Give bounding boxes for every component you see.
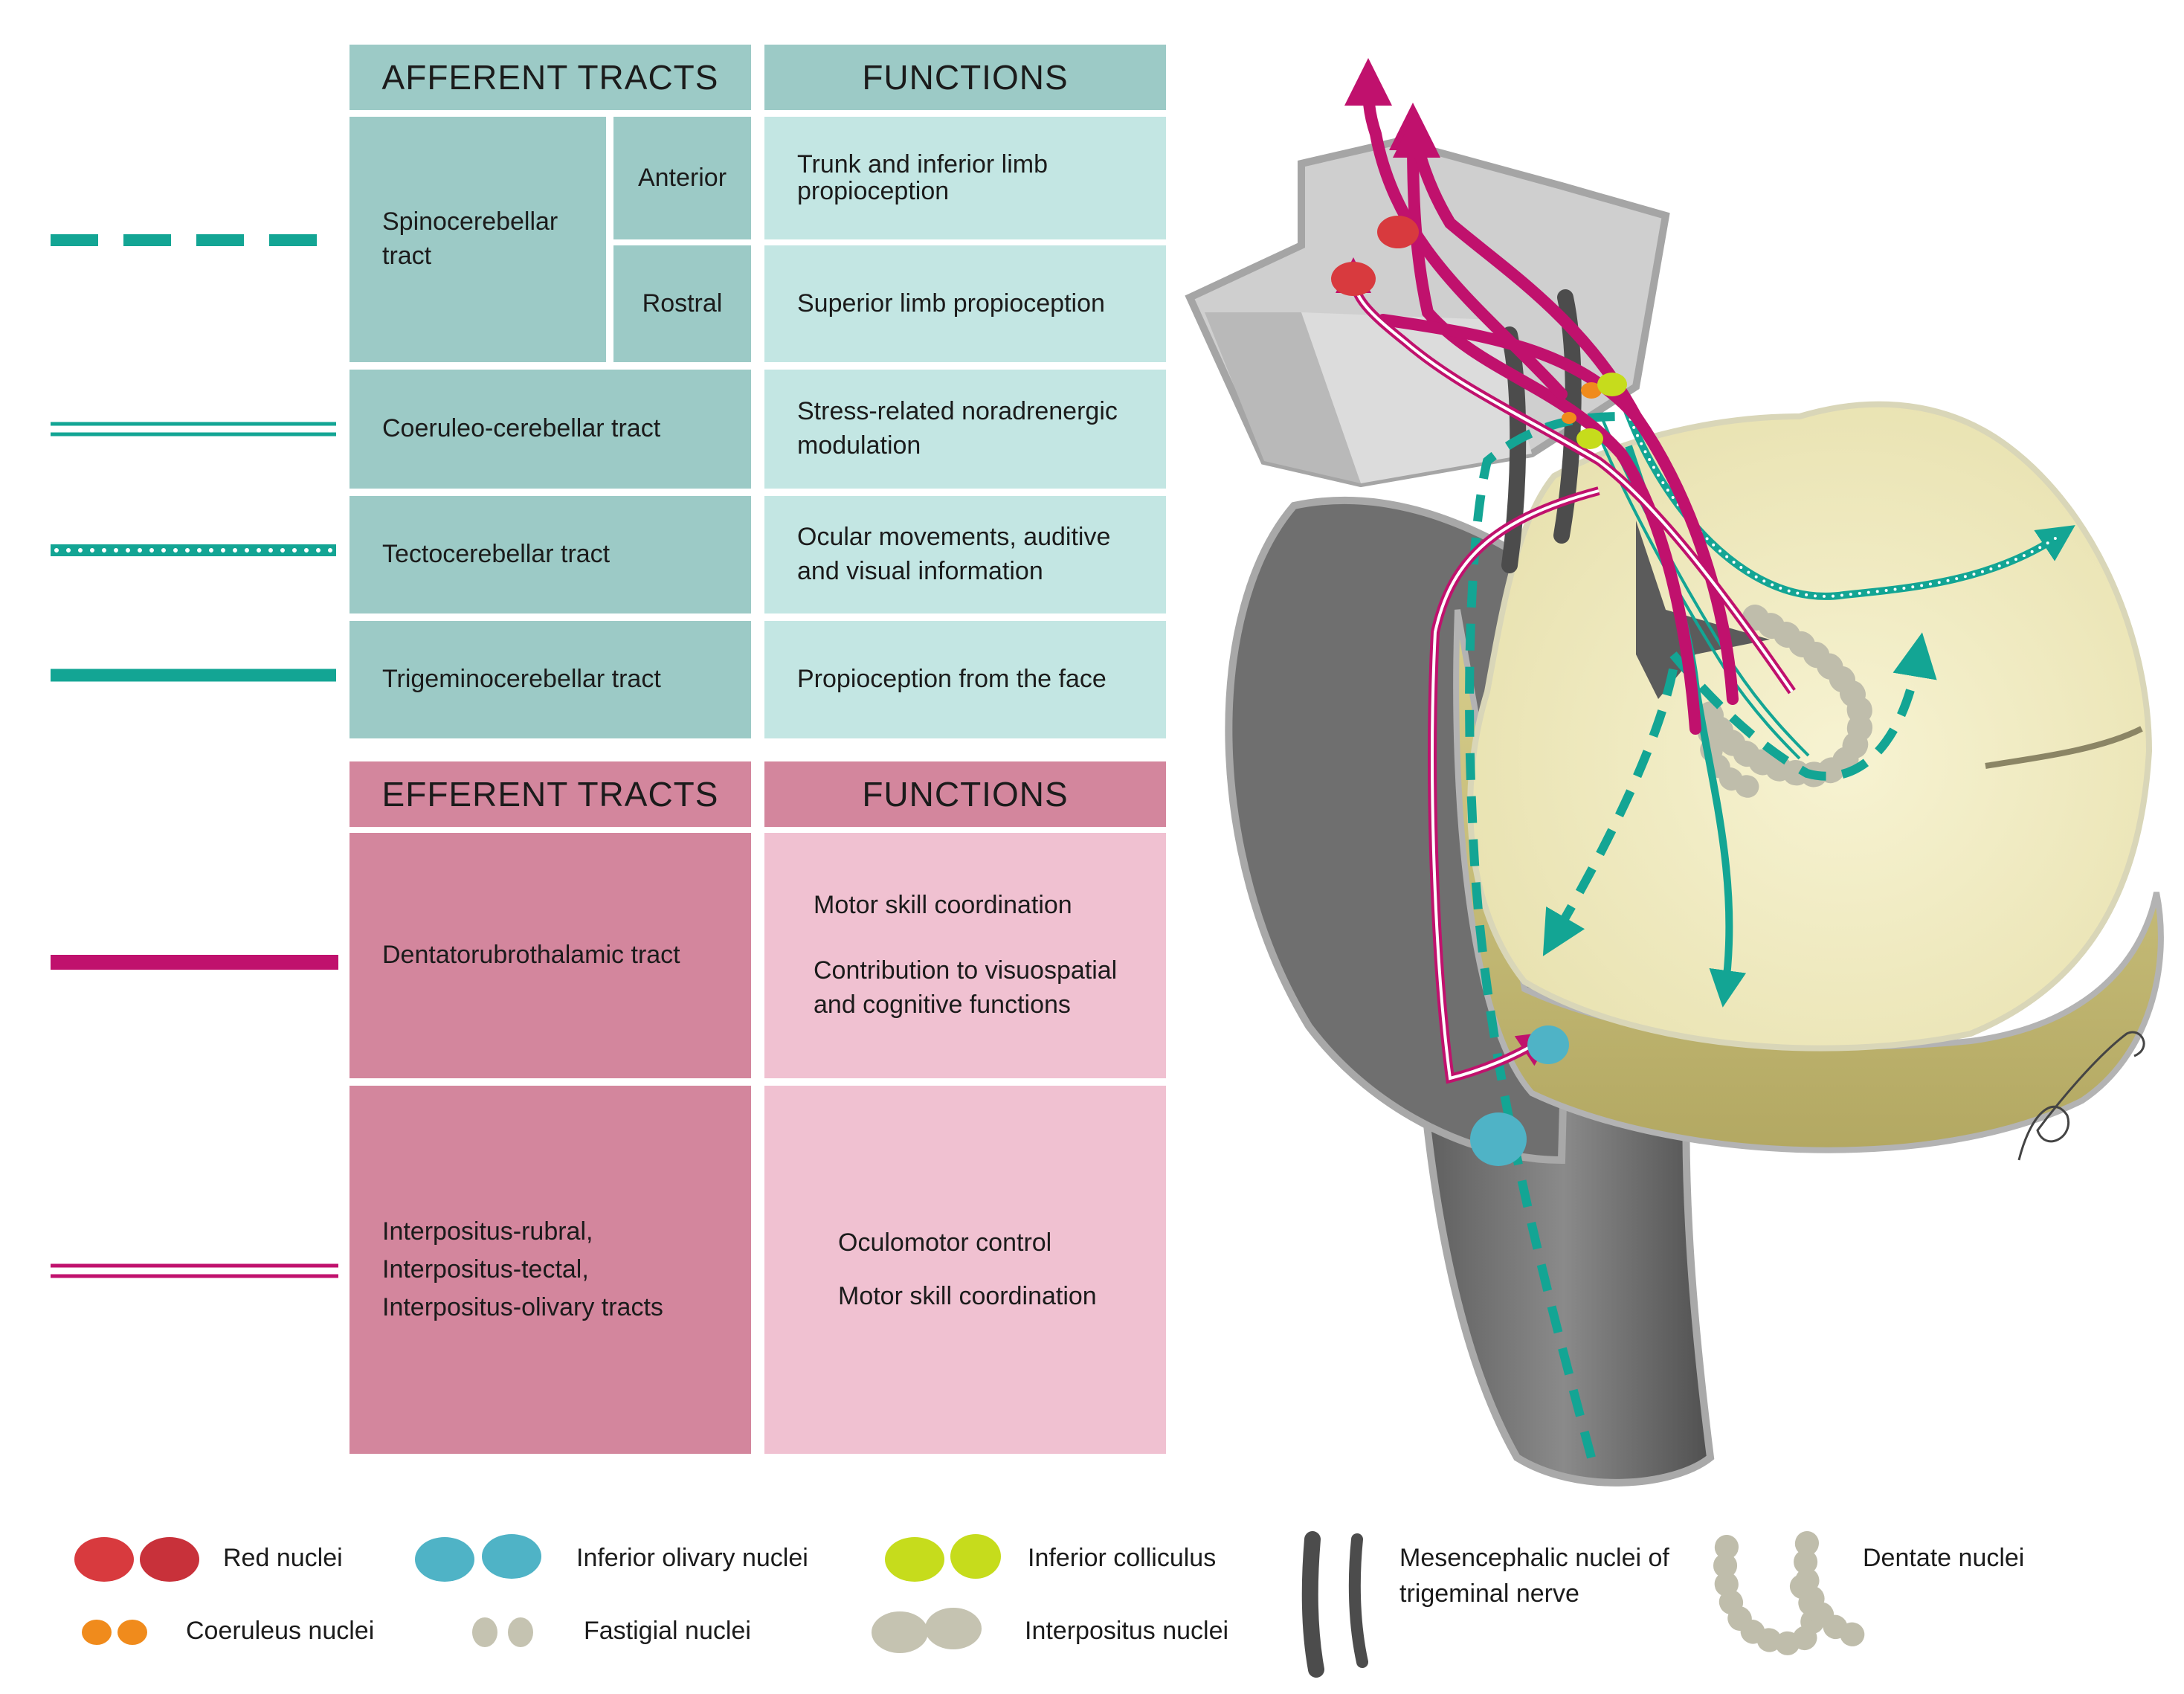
legend-line-interpositus <box>51 1263 338 1278</box>
tract-spinocerebellar-drawing <box>1465 412 1937 1459</box>
legend-coeruleus-nuclei: Coeruleus nuclei <box>186 1617 375 1645</box>
coeruleo-function-text: Stress-related noradrenergic modulation <box>797 397 1118 460</box>
efferent-functions-header: FUNCTIONS <box>764 761 1166 827</box>
fastigial-nuclei-icon <box>472 1617 533 1647</box>
tecto-function: Ocular movements, auditive and visual in… <box>764 496 1166 613</box>
legend-line-coeruleo <box>51 422 336 437</box>
dentato-tract-label: Dentatorubrothalamic tract <box>349 833 751 1078</box>
legend-inferior-colliculus: Inferior colliculus <box>1028 1544 1217 1572</box>
afferent-functions-header: FUNCTIONS <box>764 45 1166 110</box>
legend-dentate: Dentate nuclei <box>1863 1544 2025 1572</box>
interpositus-functions: Oculomotor control Motor skill coordinat… <box>764 1086 1166 1454</box>
legend-inferior-olivary: Inferior olivary nuclei <box>576 1544 808 1572</box>
artist-signature <box>2017 1031 2145 1161</box>
anterior-function: Trunk and inferior limb propioception <box>764 117 1166 239</box>
afferent-tracts-header: AFFERENT TRACTS <box>349 45 751 110</box>
coeruleus-nuclei-icon <box>82 1620 147 1645</box>
coeruleo-function: Stress-related noradrenergic modulation <box>764 370 1166 489</box>
tract-interpositus-drawing <box>1336 257 1796 1084</box>
interpositus-olivary: Interpositus-olivary tracts <box>382 1293 663 1321</box>
interpositus-tectal: Interpositus-tectal, <box>382 1255 589 1284</box>
dentato-functions: Motor skill coordination Contribution to… <box>764 833 1166 1078</box>
rostral-function: Superior limb propioception <box>764 245 1166 362</box>
illustration-nuclei <box>1331 216 1627 1166</box>
efferent-tracts-header: EFFERENT TRACTS <box>349 761 751 827</box>
tecto-tract-label: Tectocerebellar tract <box>349 496 751 613</box>
inferior-colliculus-icon <box>885 1534 1001 1582</box>
trigemino-tract-label: Trigeminocerebellar tract <box>349 621 751 738</box>
interpositus-tract-label: Interpositus-rubral, Interpositus-tectal… <box>349 1086 751 1454</box>
tecto-function-text: Ocular movements, auditive and visual in… <box>797 523 1111 585</box>
tract-dentato-drawing <box>1344 58 1739 735</box>
legend-interpositus: Interpositus nuclei <box>1025 1617 1229 1645</box>
coeruleo-tract-label: Coeruleo-cerebellar tract <box>349 370 751 489</box>
interpositus-rubral: Interpositus-rubral, <box>382 1217 593 1246</box>
dentato-function-1: Motor skill coordination <box>814 891 1072 920</box>
legend-red-nuclei: Red nuclei <box>223 1544 343 1572</box>
anterior-label: Anterior <box>613 117 751 239</box>
legend-mesencephalic: Mesencephalic nuclei of trigeminal nerve <box>1399 1544 1669 1608</box>
spinocerebellar-tract-label: Spinocerebellar tract <box>349 117 606 362</box>
inferior-olivary-nuclei-icon <box>415 1534 541 1582</box>
dentate-nuclei-icon <box>1713 1531 1878 1656</box>
red-nuclei-icon <box>74 1537 199 1582</box>
rostral-label: Rostral <box>613 245 751 362</box>
tract-tecto-drawing <box>1617 393 2075 600</box>
dentato-function-2: Contribution to visuospatial and cogniti… <box>814 956 1118 1019</box>
anterior-function-text: Trunk and inferior limb propioception <box>797 149 1048 205</box>
mesencephalic-nuclei-icon <box>1301 1531 1368 1678</box>
trigemino-function: Propioception from the face <box>764 621 1166 738</box>
legend-fastigial: Fastigial nuclei <box>584 1617 751 1645</box>
brainstem-illustration <box>1185 137 2164 1487</box>
interpositus-function-2: Motor skill coordination <box>838 1281 1097 1310</box>
spinocerebellar-tract-text: Spinocerebellar tract <box>382 207 558 270</box>
interpositus-function-1: Oculomotor control <box>838 1228 1052 1257</box>
interpositus-nuclei-icon <box>872 1608 982 1653</box>
